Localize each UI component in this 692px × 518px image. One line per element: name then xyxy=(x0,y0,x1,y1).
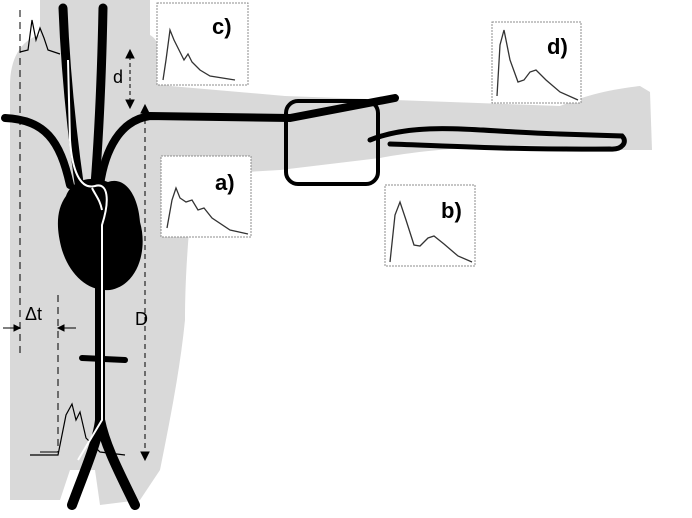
body-silhouette xyxy=(10,0,652,505)
panel-d: d) xyxy=(491,21,582,104)
heart-icon xyxy=(57,178,143,291)
panel-d-label: d) xyxy=(547,34,568,59)
time-delay-arrows xyxy=(3,324,76,332)
time-delay-label: Δt xyxy=(25,304,42,324)
small-distance-label: d xyxy=(113,67,123,87)
arterial-path-highlight xyxy=(67,59,108,461)
panel-b-label: b) xyxy=(441,198,462,223)
large-distance-label: D xyxy=(135,309,148,329)
panel-b: b) xyxy=(384,184,476,267)
panel-c: c) xyxy=(156,2,249,86)
dashed-guides xyxy=(19,10,59,453)
large-distance-arrow xyxy=(140,103,150,462)
small-distance-arrow xyxy=(125,48,135,110)
neck-pulse-trace xyxy=(19,19,61,55)
cuff-icon xyxy=(284,99,380,186)
arterial-branch-highlight xyxy=(91,187,103,211)
panel-a-label: a) xyxy=(215,170,235,195)
panel-c-label: c) xyxy=(212,14,232,39)
panel-a: a) xyxy=(160,155,252,238)
